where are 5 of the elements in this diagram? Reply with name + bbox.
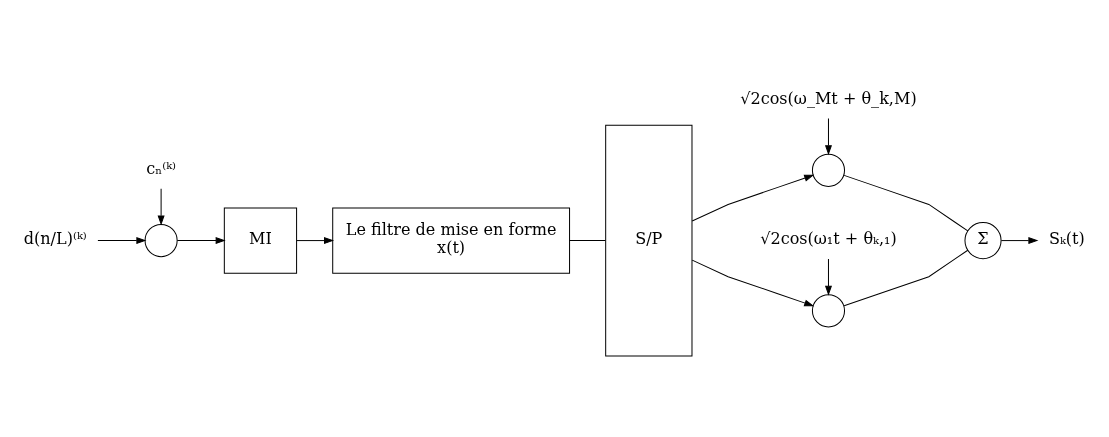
node-text: cₙ⁽ᵏ⁾ [146, 158, 176, 178]
node-text: d(n/L)⁽ᵏ⁾ [23, 228, 87, 248]
node-text: √2cos(ω₁t + θₖ,₁) [760, 228, 897, 248]
node-text: √2cos(ω_Mt + θ_k,M) [740, 88, 917, 108]
node-text: Sₖ(t) [1048, 228, 1085, 248]
